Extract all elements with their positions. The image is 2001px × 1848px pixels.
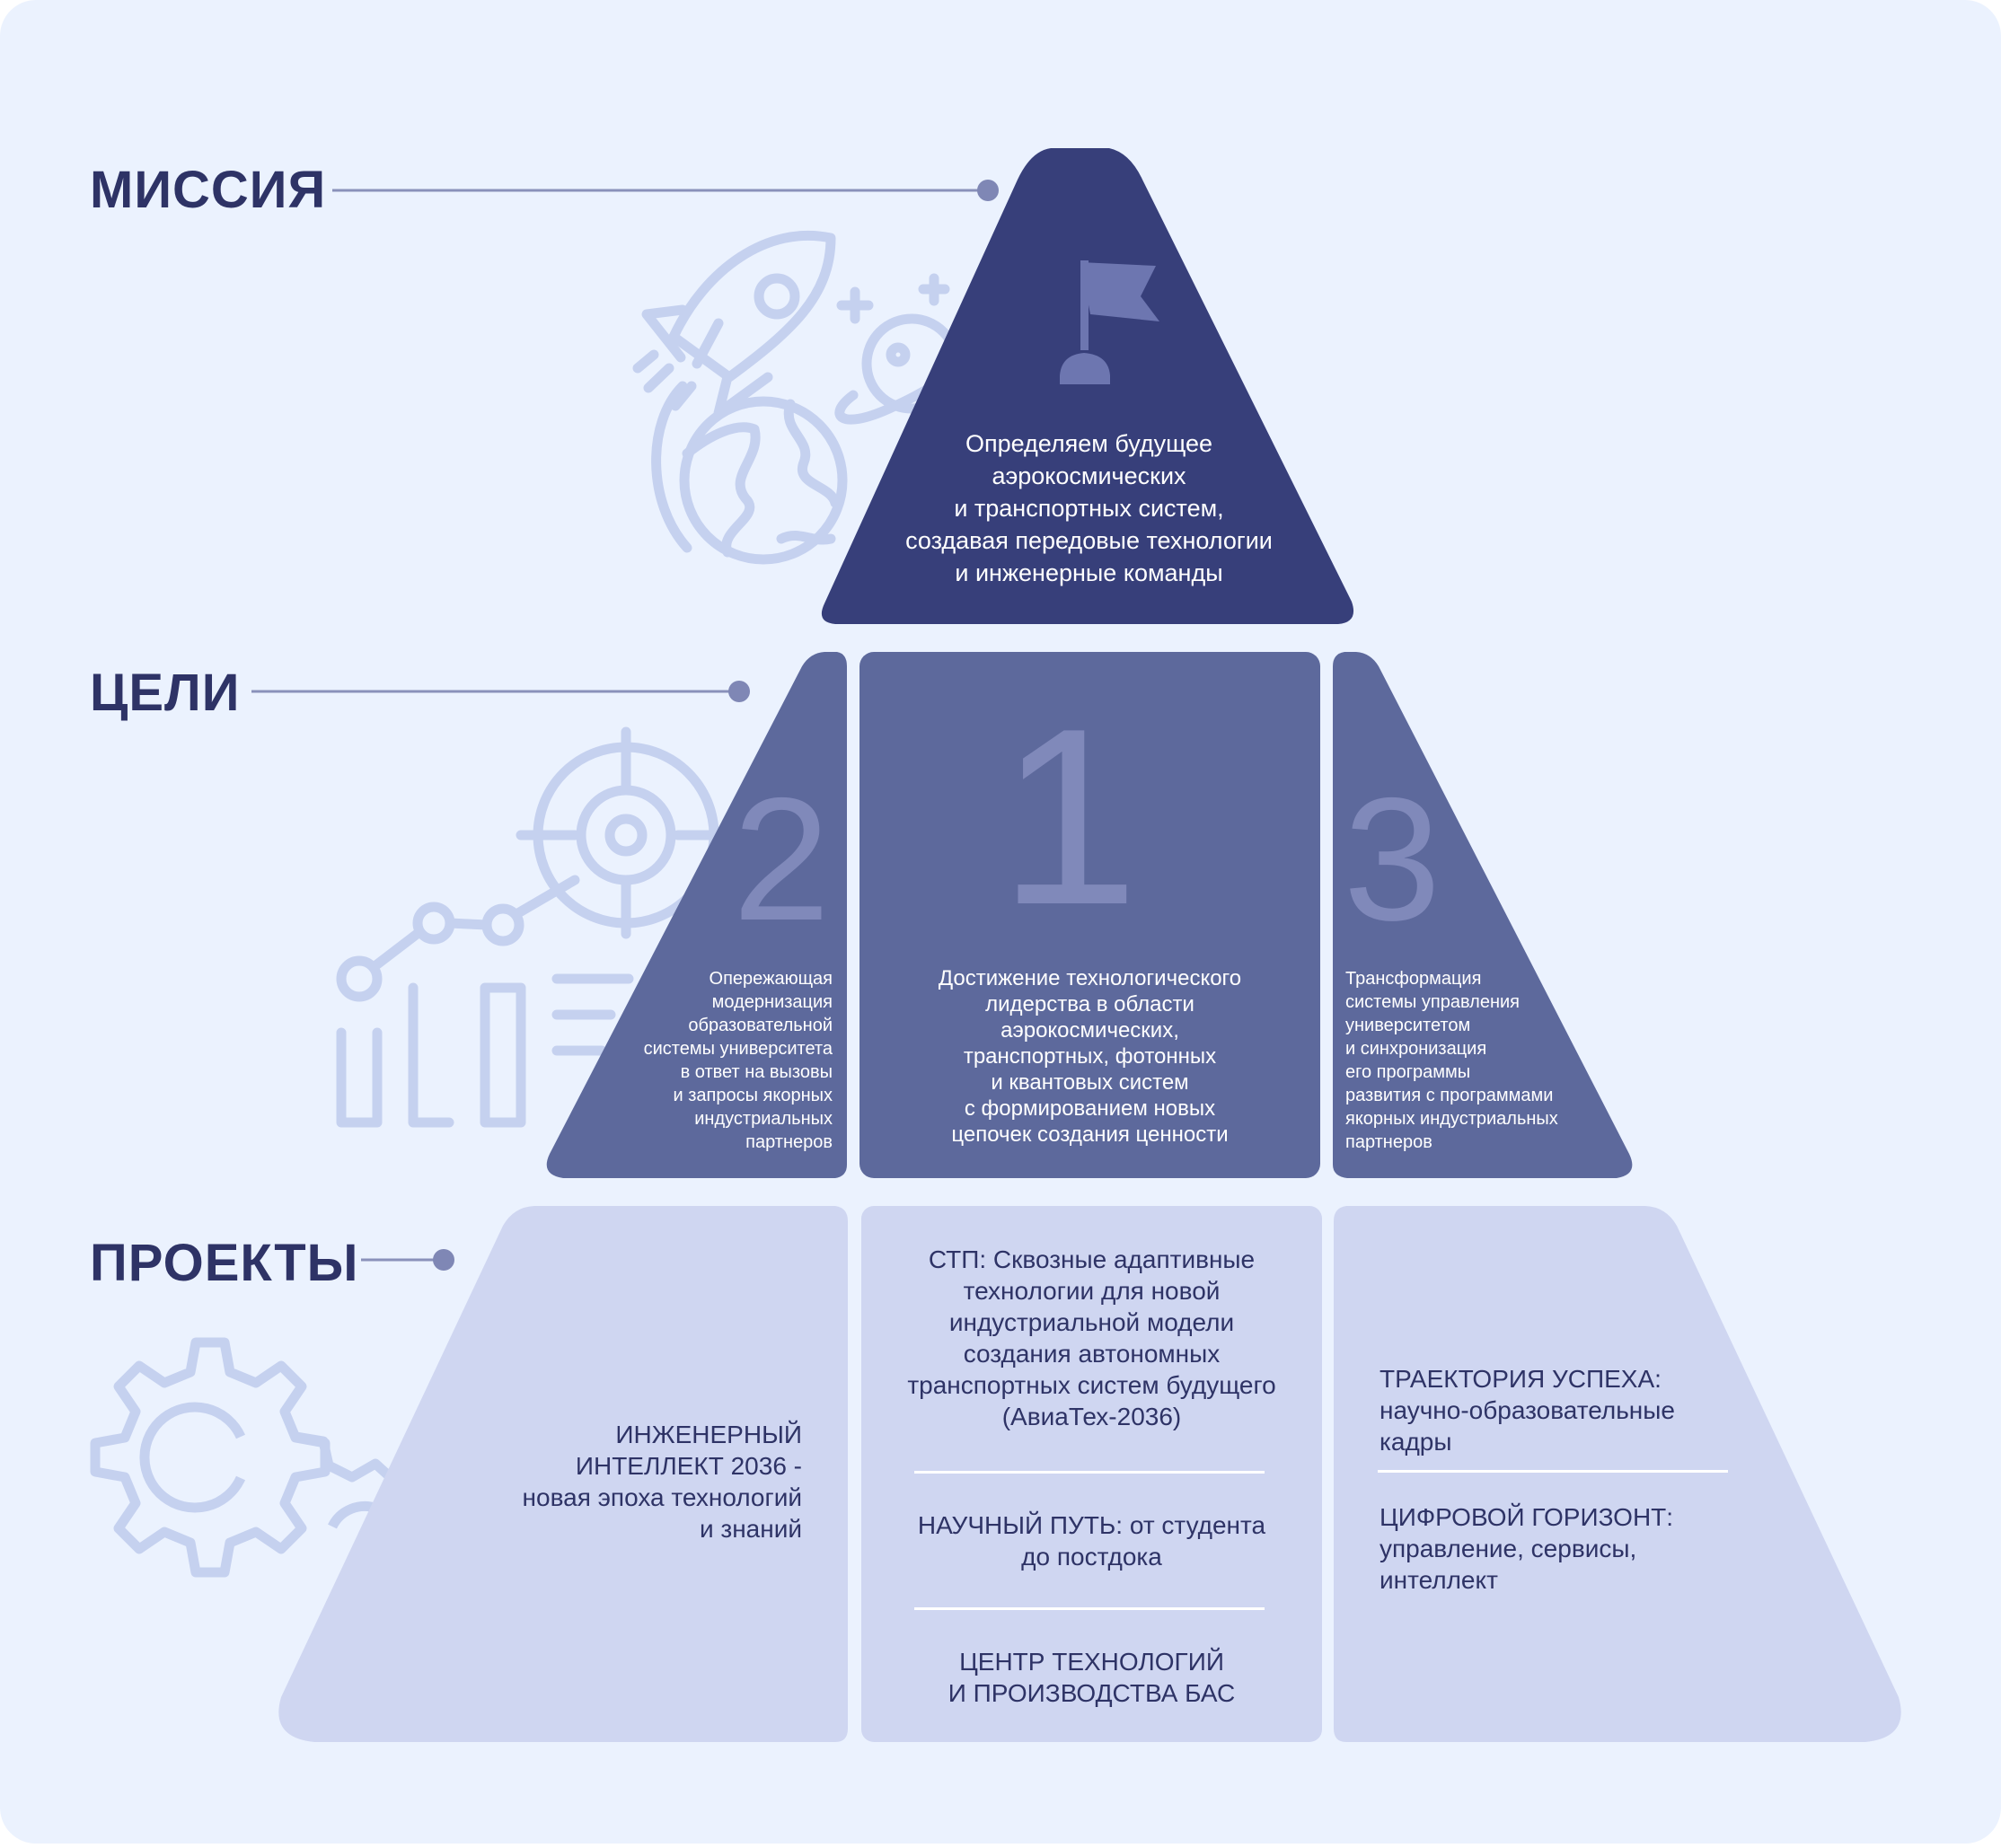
target-icon	[516, 726, 719, 939]
goal-1-text: Достижение технологического лидерства в …	[938, 966, 1242, 1147]
projects-connector	[361, 1249, 454, 1271]
mission-connector	[332, 180, 999, 201]
project-center-text-3: ЦЕНТР ТЕХНОЛОГИЙ И ПРОИЗВОДСТВА БАС	[948, 1648, 1236, 1707]
rocket-icon	[632, 230, 836, 418]
goal-3-text: Трансформация системы управления универс…	[1345, 969, 1558, 1152]
goals-connector	[251, 681, 750, 702]
project-center-text-1: СТП: Сквозные адаптивные технологии для …	[907, 1245, 1276, 1430]
goal-1-number: 1	[999, 677, 1139, 957]
goal-2-text: Опережающая модернизация образовательной…	[643, 969, 833, 1152]
growth-chart-icon	[336, 875, 634, 1128]
project-right-divider	[1378, 1470, 1728, 1473]
project-right-text-1: ТРАЕКТОРИЯ УСПЕХА: научно-образовательны…	[1380, 1365, 1675, 1456]
mission-triangle	[821, 148, 1354, 624]
goals-label: ЦЕЛИ	[90, 664, 241, 722]
project-center-divider-1	[914, 1471, 1265, 1474]
goal-2-number: 2	[732, 761, 831, 957]
project-left-shape	[278, 1206, 848, 1742]
goal-2-shape	[546, 652, 847, 1178]
project-center-divider-2	[914, 1607, 1265, 1610]
projects-label: ПРОЕКТЫ	[90, 1234, 359, 1292]
globe-icon	[651, 381, 848, 565]
project-center-text-2: НАУЧНЫЙ ПУТЬ: от студента до постдока	[917, 1511, 1266, 1571]
flag-icon	[1060, 260, 1159, 384]
project-right-text-2: ЦИФРОВОЙ ГОРИЗОНТ: управление, сервисы, …	[1380, 1503, 1674, 1594]
goal-3-number: 3	[1343, 761, 1441, 957]
goal-1-shape	[859, 652, 1320, 1178]
project-right-shape	[1334, 1206, 1901, 1742]
project-left-text: ИНЖЕНЕРНЫЙ ИНТЕЛЛЕКТ 2036 - новая эпоха …	[522, 1421, 802, 1543]
goal-3-shape	[1333, 652, 1633, 1178]
mission-statement: Определяем будущее аэрокосмических и тра…	[905, 430, 1273, 586]
mission-label: МИССИЯ	[90, 161, 327, 219]
